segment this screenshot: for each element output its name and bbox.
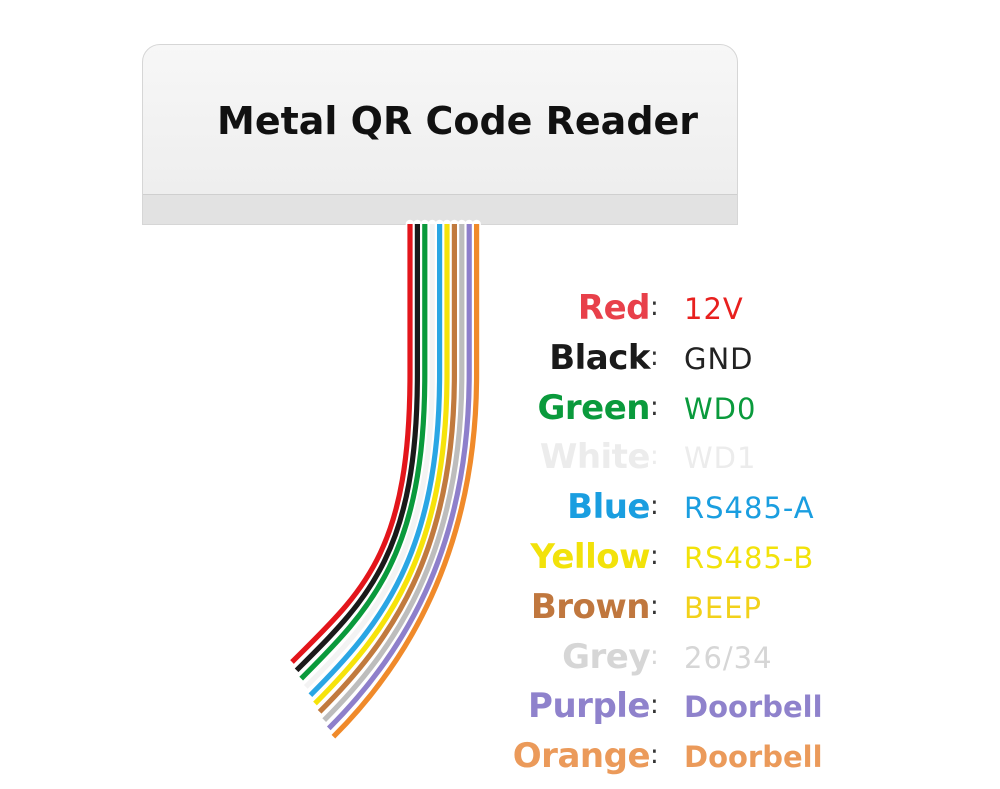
- qr-reader-housing: Metal QR Code Reader: [142, 44, 738, 225]
- wire-blue: [308, 224, 443, 698]
- wire-color-label: Black: [549, 337, 650, 378]
- wire-function-label: RS485-B: [684, 541, 815, 575]
- legend-row-red: Red:12V: [0, 288, 1000, 336]
- wire-red: [290, 224, 413, 664]
- wire-color-label: Yellow: [530, 537, 650, 577]
- wire-function-label: GND: [684, 341, 754, 376]
- wire-grey: [322, 224, 465, 722]
- label-separator: :: [650, 590, 659, 621]
- device-title: Metal QR Code Reader: [217, 99, 699, 143]
- label-separator: :: [650, 341, 659, 372]
- wire-color-label: White: [539, 437, 651, 478]
- label-separator: :: [650, 690, 659, 721]
- wire-color-label: Brown: [530, 586, 651, 627]
- label-separator: :: [650, 441, 659, 472]
- wire-function-label: WD0: [684, 391, 757, 426]
- legend-row-black: Black: GND: [0, 338, 1000, 386]
- wire-color-label: Green: [537, 387, 651, 428]
- wire-function-label: Doorbell: [684, 690, 823, 725]
- wire-function-label: RS485-A: [684, 491, 815, 526]
- wire-color-label: Grey: [562, 636, 650, 677]
- label-separator: :: [650, 292, 659, 322]
- wire-color-label: Orange: [512, 736, 651, 777]
- legend-row-green: Green: WD0: [0, 388, 1000, 436]
- wire-orange: [331, 224, 480, 739]
- wire-function-label: 12V: [684, 292, 744, 326]
- wire-white: [303, 224, 435, 689]
- legend-row-yellow: Yellow: RS485-B: [0, 537, 1000, 585]
- wire-function-label: 26/34: [684, 640, 773, 675]
- legend-row-blue: Blue: RS485-A: [0, 487, 1000, 535]
- wire-yellow: [313, 224, 450, 706]
- wire-brown: [317, 224, 457, 714]
- label-separator: :: [650, 391, 659, 422]
- wire-color-label: Blue: [567, 487, 650, 528]
- legend-row-orange: Orange: Doorbell: [0, 736, 1000, 784]
- housing-base-strip: [143, 194, 737, 224]
- legend-row-brown: Brown: BEEP: [0, 587, 1000, 635]
- legend-row-purple: Purple: Doorbell: [0, 686, 1000, 734]
- wire-function-label: BEEP: [684, 590, 763, 625]
- wire-color-label: Red: [577, 288, 651, 328]
- wire-color-label: Purple: [528, 686, 650, 727]
- legend-row-grey: Grey:26/34: [0, 637, 1000, 685]
- wire-function-label: Doorbell: [684, 740, 823, 775]
- label-separator: :: [650, 740, 659, 771]
- label-separator: :: [650, 541, 659, 571]
- label-separator: :: [650, 640, 659, 671]
- wire-purple: [326, 224, 472, 731]
- wire-function-label: WD1: [684, 441, 757, 476]
- label-separator: :: [650, 491, 659, 522]
- legend-row-white: White: WD1: [0, 437, 1000, 485]
- wire-green: [299, 224, 428, 681]
- wire-black: [294, 224, 420, 673]
